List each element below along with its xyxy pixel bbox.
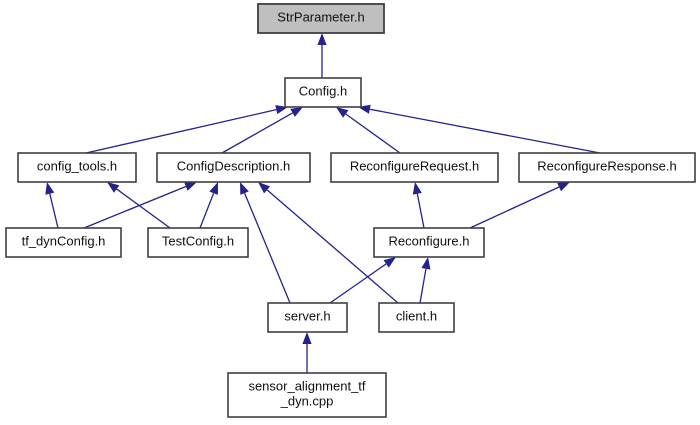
edge-line bbox=[266, 189, 399, 304]
edge-arrowhead bbox=[317, 33, 327, 45]
edge-configtools-to-config bbox=[85, 105, 288, 154]
edge-arrowhead bbox=[209, 182, 218, 195]
edge-arrowhead bbox=[45, 182, 55, 195]
node-client[interactable]: client.h bbox=[378, 302, 455, 333]
node-label: client.h bbox=[396, 309, 437, 324]
node-label: Reconfigure.h bbox=[389, 234, 470, 249]
edge-server-to-configdesc bbox=[240, 182, 291, 304]
node-box[interactable] bbox=[378, 302, 455, 333]
node-label: ConfigDescription.h bbox=[177, 159, 290, 174]
edge-recresp-to-config bbox=[358, 104, 601, 154]
edge-layer bbox=[45, 33, 601, 373]
node-reconfigure[interactable]: Reconfigure.h bbox=[373, 227, 485, 258]
node-label: Config.h bbox=[299, 84, 347, 99]
edge-reconfigure-to-recresp bbox=[469, 182, 570, 229]
edge-arrowhead bbox=[383, 257, 396, 268]
node-server[interactable]: server.h bbox=[267, 302, 348, 333]
node-testconfig[interactable]: TestConfig.h bbox=[147, 227, 249, 258]
edge-line bbox=[419, 268, 427, 304]
node-label: ReconfigureRequest.h bbox=[350, 159, 479, 174]
node-box[interactable] bbox=[257, 3, 385, 34]
node-box[interactable] bbox=[267, 302, 348, 333]
node-sensoralign[interactable]: sensor_alignment_tf_dyn.cpp bbox=[227, 372, 387, 418]
node-box[interactable] bbox=[156, 152, 311, 183]
edge-client-to-configdesc bbox=[258, 182, 399, 304]
node-configdesc[interactable]: ConfigDescription.h bbox=[156, 152, 311, 183]
node-box[interactable] bbox=[227, 372, 387, 418]
edge-configdesc-to-config bbox=[221, 107, 303, 154]
node-box[interactable] bbox=[5, 227, 122, 258]
edge-arrowhead bbox=[258, 182, 271, 194]
node-box[interactable] bbox=[17, 152, 137, 183]
edge-client-to-reconfigure bbox=[419, 257, 431, 304]
edge-arrowhead bbox=[557, 182, 570, 192]
node-recreq[interactable]: ReconfigureRequest.h bbox=[330, 152, 499, 183]
node-tfdyn[interactable]: tf_dynConfig.h bbox=[5, 227, 122, 258]
node-label: ReconfigureResponse.h bbox=[537, 159, 676, 174]
edge-line bbox=[416, 193, 425, 229]
node-config[interactable]: Config.h bbox=[284, 77, 362, 108]
edge-tfdyn-to-configdesc bbox=[83, 182, 197, 229]
edge-tfdyn-to-configtools bbox=[45, 182, 59, 229]
edge-line bbox=[369, 108, 601, 154]
edge-server-to-reconfigure bbox=[329, 257, 396, 304]
edge-arrowhead bbox=[184, 182, 197, 191]
edge-arrowhead bbox=[336, 107, 349, 118]
edge-line bbox=[221, 112, 293, 154]
edge-arrowhead bbox=[412, 182, 422, 195]
node-configtools[interactable]: config_tools.h bbox=[17, 152, 137, 183]
edge-sensoralign-to-server bbox=[302, 332, 312, 373]
node-label: TestConfig.h bbox=[162, 234, 234, 249]
edge-line bbox=[85, 109, 277, 154]
edge-config-to-strparameter bbox=[317, 33, 327, 78]
node-recresp[interactable]: ReconfigureResponse.h bbox=[518, 152, 696, 183]
edge-testconfig-to-configtools bbox=[107, 182, 171, 229]
edge-recreq-to-config bbox=[336, 107, 401, 154]
edge-line bbox=[243, 192, 291, 304]
edge-arrowhead bbox=[240, 182, 249, 195]
node-box[interactable] bbox=[330, 152, 499, 183]
edge-line bbox=[469, 186, 560, 229]
edge-line bbox=[199, 192, 215, 229]
node-box[interactable] bbox=[373, 227, 485, 258]
node-strparameter[interactable]: StrParameter.h bbox=[257, 3, 385, 34]
node-label: StrParameter.h bbox=[277, 10, 364, 25]
edge-arrowhead bbox=[290, 107, 303, 117]
edge-line bbox=[329, 263, 387, 304]
edge-line bbox=[83, 185, 187, 229]
node-label: config_tools.h bbox=[37, 159, 117, 174]
edge-line bbox=[49, 193, 59, 229]
node-label: sensor_alignment_tf_dyn.cpp bbox=[248, 379, 365, 409]
edge-arrowhead bbox=[421, 257, 431, 270]
edge-testconfig-to-configdesc bbox=[199, 182, 218, 229]
node-label: server.h bbox=[284, 309, 330, 324]
edge-arrowhead bbox=[107, 182, 120, 193]
edge-line bbox=[345, 113, 401, 154]
edge-reconfigure-to-recreq bbox=[412, 182, 425, 229]
node-box[interactable] bbox=[518, 152, 696, 183]
node-box[interactable] bbox=[147, 227, 249, 258]
edge-line bbox=[116, 188, 171, 229]
node-label: tf_dynConfig.h bbox=[22, 234, 106, 249]
node-box[interactable] bbox=[284, 77, 362, 108]
edge-arrowhead bbox=[302, 332, 312, 344]
